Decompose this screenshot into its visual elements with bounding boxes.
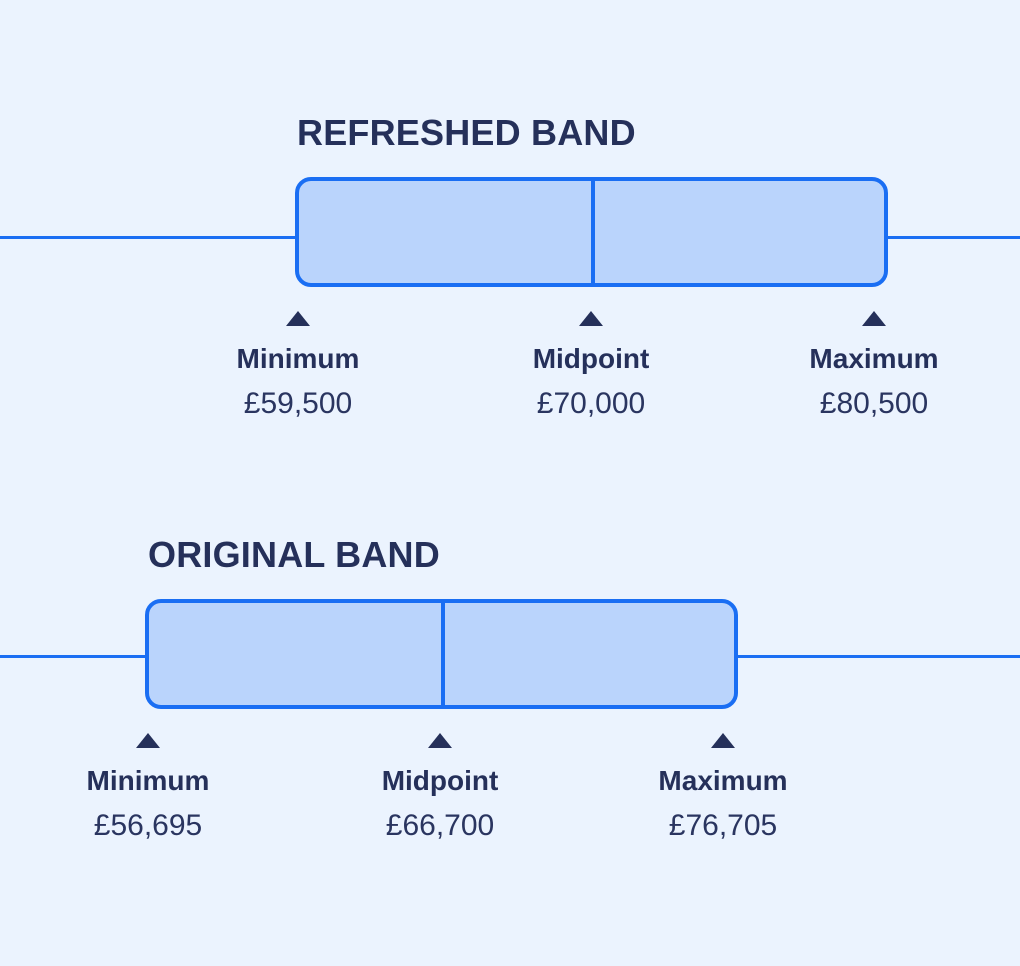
original-minimum-label: Minimum <box>86 765 210 796</box>
triangle-up-icon <box>579 311 603 326</box>
original-range-box <box>145 599 738 709</box>
triangle-up-icon <box>711 733 735 748</box>
refreshed-midpoint-line <box>591 181 595 283</box>
refreshed-maximum-label: Maximum <box>809 343 939 374</box>
refreshed-midpoint-value: £70,000 <box>536 387 646 420</box>
original-minimum-marker: Minimum £56,695 <box>58 733 238 844</box>
original-maximum-marker: Maximum £76,705 <box>633 733 813 844</box>
triangle-up-icon <box>862 311 886 326</box>
original-band-title: ORIGINAL BAND <box>148 534 440 575</box>
original-midpoint-line <box>441 603 445 705</box>
refreshed-midpoint-label: Midpoint <box>532 343 650 374</box>
refreshed-minimum-marker: Minimum £59,500 <box>208 311 388 422</box>
triangle-up-icon <box>286 311 310 326</box>
refreshed-maximum-value: £80,500 <box>819 387 929 420</box>
original-midpoint-value: £66,700 <box>385 809 495 842</box>
original-midpoint-marker: Midpoint £66,700 <box>350 733 530 844</box>
refreshed-midpoint-marker: Midpoint £70,000 <box>501 311 681 422</box>
refreshed-range-box <box>295 177 888 287</box>
original-maximum-label: Maximum <box>658 765 788 796</box>
refreshed-maximum-marker: Maximum £80,500 <box>784 311 964 422</box>
triangle-up-icon <box>428 733 452 748</box>
original-maximum-value: £76,705 <box>668 809 778 842</box>
refreshed-band-title: REFRESHED BAND <box>297 112 636 153</box>
original-midpoint-label: Midpoint <box>381 765 499 796</box>
triangle-up-icon <box>136 733 160 748</box>
refreshed-minimum-value: £59,500 <box>243 387 353 420</box>
refreshed-minimum-label: Minimum <box>236 343 360 374</box>
original-minimum-value: £56,695 <box>93 809 203 842</box>
